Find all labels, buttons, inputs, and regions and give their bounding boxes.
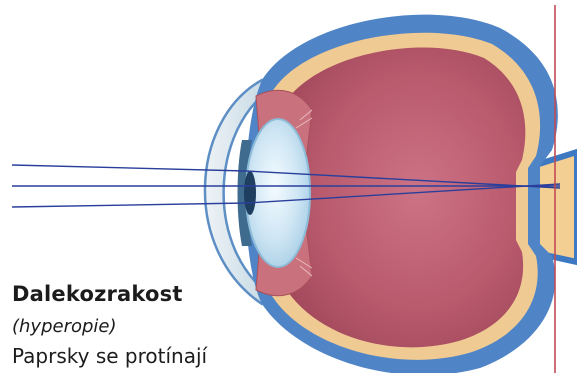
caption-title: Dalekozrakost — [12, 282, 183, 306]
caption-subtitle: (hyperopie) — [12, 316, 117, 337]
caption-body: Paprsky se protínají — [12, 344, 207, 368]
pupil — [244, 171, 256, 215]
